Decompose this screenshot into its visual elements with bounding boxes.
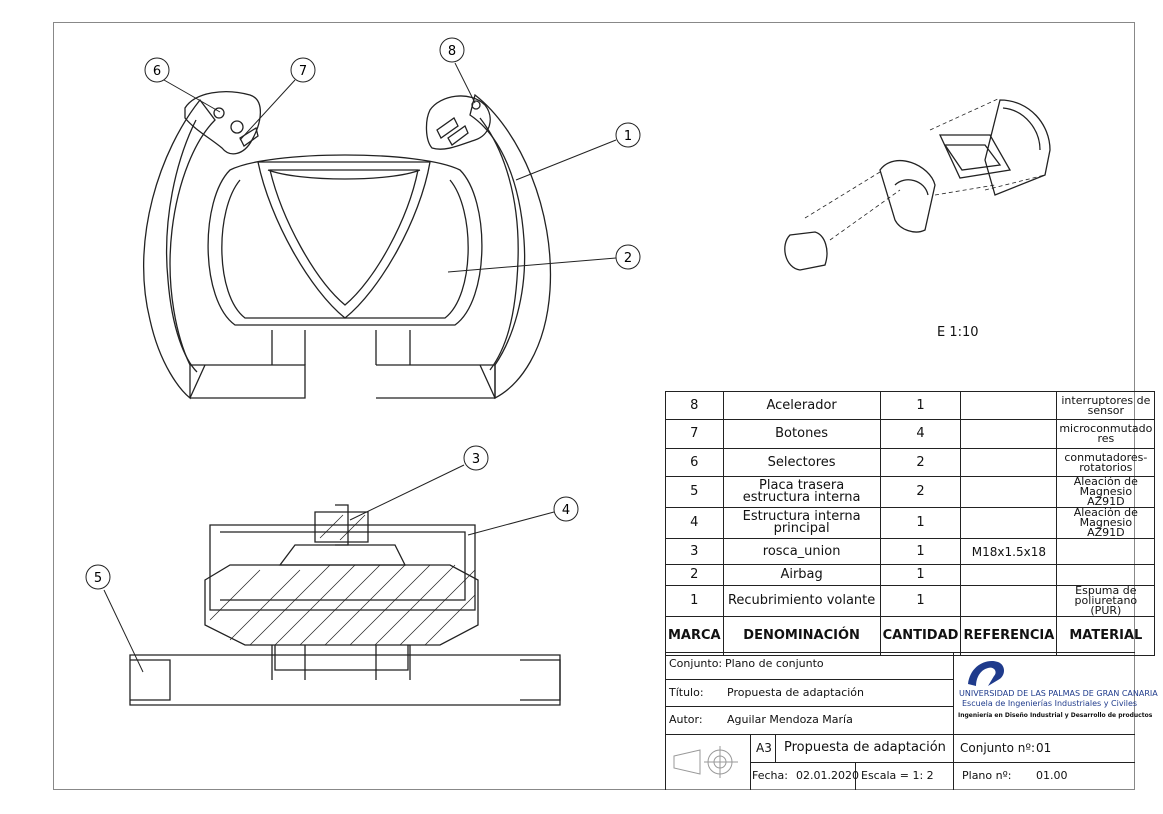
fecha-value: 02.01.2020 bbox=[796, 769, 859, 782]
university-name: UNIVERSIDAD DE LAS PALMAS DE GRAN CANARI… bbox=[959, 689, 1158, 698]
plano-number-value: 01.00 bbox=[1036, 769, 1068, 782]
svg-text:2: 2 bbox=[624, 251, 632, 266]
svg-text:6: 6 bbox=[153, 64, 161, 79]
wheel-front-view bbox=[143, 91, 552, 400]
callout-7: 7 bbox=[290, 57, 316, 83]
svg-text:7: 7 bbox=[299, 64, 307, 79]
fecha-label: Fecha: bbox=[752, 769, 788, 782]
section-hatching bbox=[209, 514, 476, 646]
titulo-value: Propuesta de adaptación bbox=[727, 686, 865, 699]
exploded-isometric-view bbox=[784, 97, 1051, 271]
svg-text:5: 5 bbox=[94, 571, 102, 586]
callout-4: 4 bbox=[553, 496, 579, 522]
callout-2: 2 bbox=[615, 244, 641, 270]
callout-5: 5 bbox=[85, 564, 111, 590]
university-school: Escuela de Ingenierías Industriales y Ci… bbox=[962, 699, 1138, 708]
university-logo-icon bbox=[968, 660, 1004, 686]
view-scale-label: E 1:10 bbox=[937, 325, 979, 340]
projection-method-icon bbox=[673, 746, 738, 778]
format-title: Propuesta de adaptación bbox=[784, 740, 946, 755]
svg-text:1: 1 bbox=[624, 129, 632, 144]
conjunto-label: Conjunto: bbox=[669, 657, 723, 670]
autor-value: Aguilar Mendoza María bbox=[727, 713, 853, 726]
callout-balloons: 1 2 3 4 5 6 7 8 bbox=[85, 37, 641, 590]
callout-6: 6 bbox=[144, 57, 170, 83]
conjunto-value: Plano de conjunto bbox=[725, 657, 824, 670]
callout-leaders bbox=[103, 62, 617, 673]
plano-number-label: Plano nº: bbox=[962, 769, 1012, 782]
callout-1: 1 bbox=[615, 122, 641, 148]
conjunto-number-label: Conjunto nº: bbox=[960, 741, 1036, 755]
conjunto-number-value: 01 bbox=[1036, 741, 1052, 755]
titulo-label: Título: bbox=[669, 686, 704, 699]
autor-label: Autor: bbox=[669, 713, 703, 726]
svg-text:3: 3 bbox=[472, 452, 480, 467]
svg-text:4: 4 bbox=[562, 503, 570, 518]
callout-8: 8 bbox=[439, 37, 465, 63]
escala-value: Escala = 1: 2 bbox=[861, 769, 934, 782]
university-degree: Ingeniería en Diseño Industrial y Desarr… bbox=[958, 712, 1153, 719]
format-size: A3 bbox=[756, 741, 772, 755]
callout-3: 3 bbox=[463, 445, 489, 471]
svg-text:8: 8 bbox=[448, 44, 456, 59]
wheel-section-view bbox=[129, 504, 561, 706]
